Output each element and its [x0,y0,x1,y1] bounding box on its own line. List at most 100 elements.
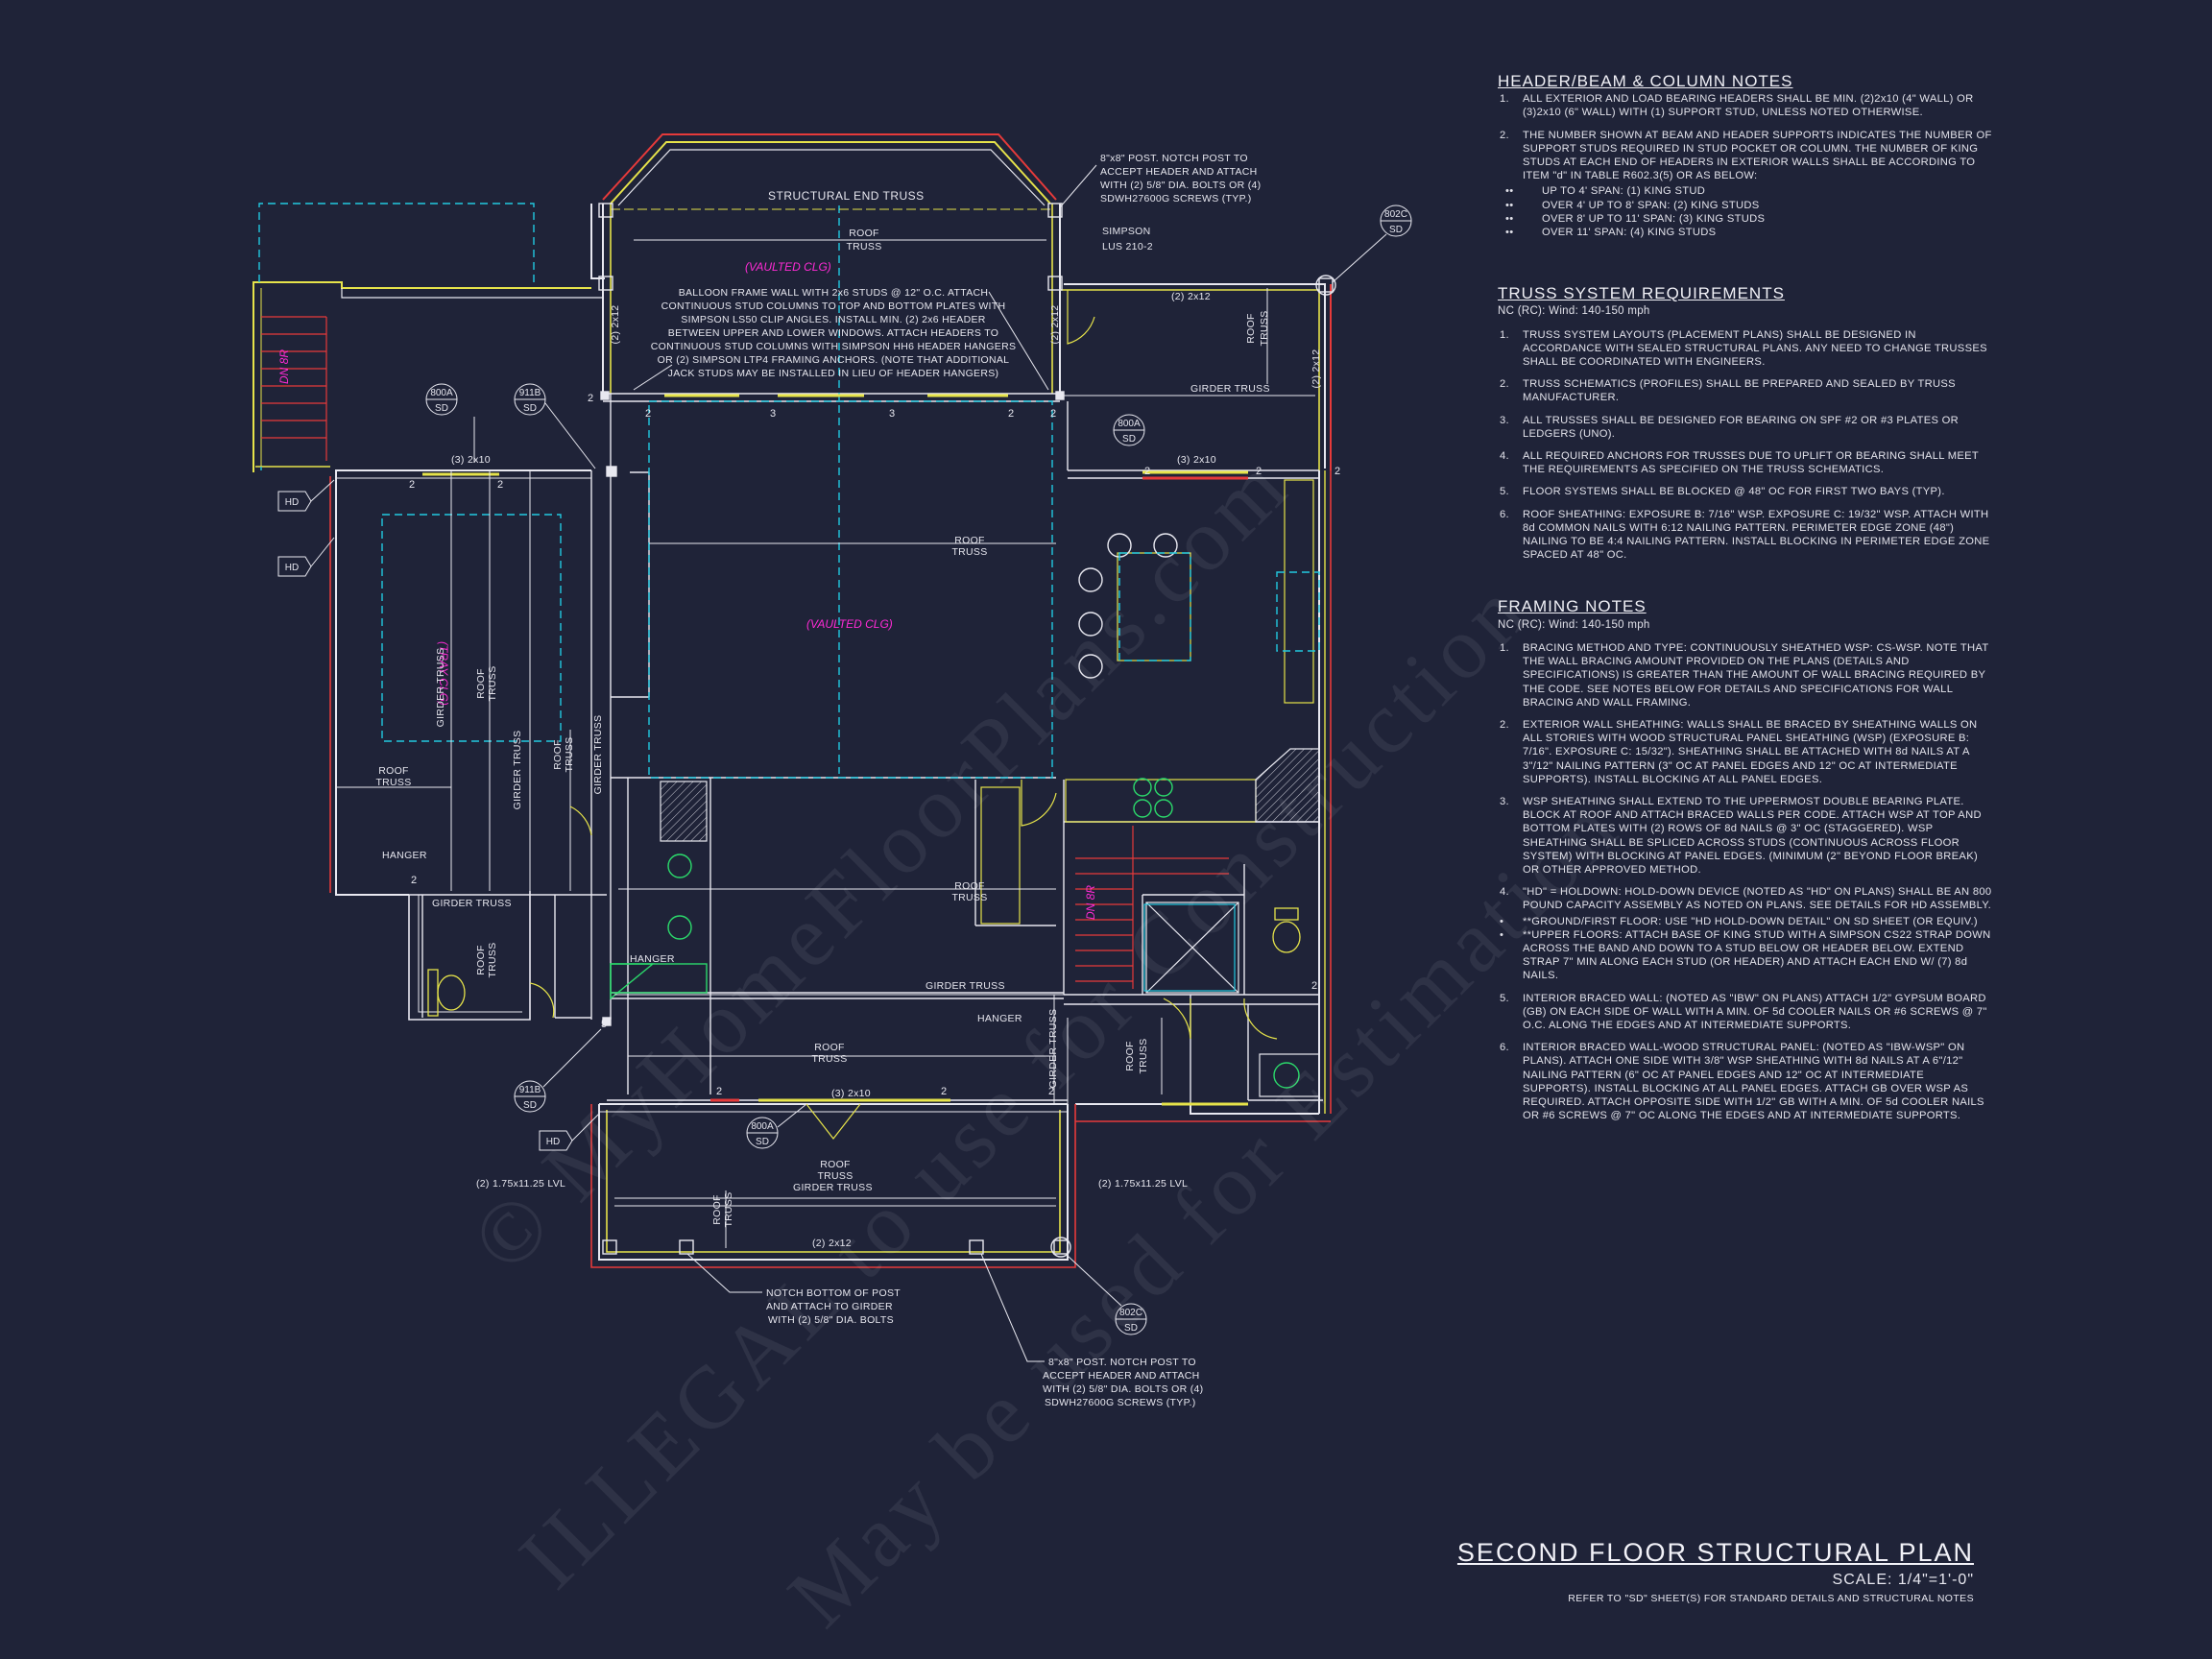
label-roof-11: ROOF [552,739,564,770]
hd-tags: HD HD HD [277,479,600,1151]
label-roof-10: ROOF [475,668,487,699]
label-simpson-1: SIMPSON [1102,226,1151,237]
label-dn-left: DN 8R [277,349,291,384]
label-roof-8: ROOF [1124,1041,1136,1071]
note-num: 1. [1500,641,1509,654]
stair-right [1075,826,1229,989]
label-2x12-bottom: (2) 2x12 [812,1238,852,1249]
label-hanger-1: HANGER [382,850,427,861]
note-item: 6.INTERIOR BRACED WALL-WOOD STRUCTURAL P… [1496,1041,1995,1122]
post-note-line: SDWH27600G SCREWS (TYP.) [1100,193,1252,204]
truss-title: TRUSS SYSTEM REQUIREMENTS [1498,284,1785,303]
label-truss-3: TRUSS [951,892,987,903]
post-note-bottom: 8"x8" POST. NOTCH POST TO ACCEPT HEADER … [980,1253,1203,1408]
svg-text:SD: SD [756,1137,769,1147]
note-text: EXTERIOR WALL SHEATHING: WALLS SHALL BE … [1523,718,1978,785]
label-truss-9: TRUSS [487,942,498,977]
post-note-line: ACCEPT HEADER AND ATTACH [1100,166,1258,178]
note-num: 2. [1500,129,1509,141]
label-dn-right: DN 8R [1084,885,1097,920]
note-text: BRACING METHOD AND TYPE: CONTINUOUSLY SH… [1523,641,1989,709]
bullet-text: **UPPER FLOORS: ATTACH BASE OF KING STUD… [1523,928,1991,982]
truss-subtitle: NC (RC): Wind: 140-150 mph [1498,305,1650,318]
notch-note-line: NOTCH BOTTOM OF POST [766,1287,901,1299]
svg-text:2: 2 [1144,466,1150,477]
notch-note-line: AND ATTACH TO GIRDER [766,1301,893,1312]
label-2x12-right: (2) 2x12 [1310,349,1322,389]
note-bullet: ••UP TO 4' SPAN: (1) KING STUD [1496,184,1995,198]
label-girder-truss-7: GIRDER TRUSS [592,715,604,795]
note-text: ALL TRUSSES SHALL BE DESIGNED FOR BEARIN… [1523,414,1960,440]
note-bullet: ••OVER 11' SPAN: (4) KING STUDS [1496,226,1995,239]
note-num: 5. [1500,486,1509,498]
label-girder-truss-6: GIRDER TRUSS [512,731,523,810]
label-3-2x10-left: (3) 2x10 [451,454,491,466]
note-text: WSP SHEATHING SHALL EXTEND TO THE UPPERM… [1523,795,1982,876]
notes-panel: HEADER/BEAM & COLUMN NOTES 1.ALL EXTERIO… [1496,73,1995,1151]
label-roof-1: ROOF [849,228,879,239]
detail-callout-800a: 800A SD [746,1103,807,1149]
svg-text:2: 2 [1256,466,1262,477]
note-item: 2.TRUSS SCHEMATICS (PROFILES) SHALL BE P… [1496,377,1995,404]
note-text: THE NUMBER SHOWN AT BEAM AND HEADER SUPP… [1523,129,1992,182]
post-note-line: WITH (2) 5/8" DIA. BOLTS OR (4) [1100,180,1261,191]
bullet-text: UP TO 4' SPAN: (1) KING STUD [1542,185,1706,198]
svg-text:911B: 911B [519,1085,541,1095]
note-item: 4."HD" = HOLDOWN: HOLD-DOWN DEVICE (NOTE… [1496,885,1995,912]
svg-text:802C: 802C [1119,1308,1142,1318]
shaft [1143,903,1236,992]
label-tray: (TRAY CLG) [437,641,450,706]
label-girder-truss-1: GIRDER TRUSS [1190,383,1270,395]
bullet-text: OVER 8' UP TO 11' SPAN: (3) KING STUDS [1542,212,1766,225]
svg-text:SD: SD [1124,1323,1138,1334]
svg-text:3: 3 [770,408,776,420]
note-num: 4. [1500,450,1509,463]
label-lvl-left: (2) 1.75x11.25 LVL [476,1178,565,1190]
label-2x12-mid: (2) 2x12 [1049,305,1061,345]
appliances [610,778,1300,1089]
door-swings [529,290,1278,1140]
label-roof-7: ROOF [1245,313,1257,344]
label-roof-9: ROOF [475,945,487,975]
svg-text:2: 2 [645,408,651,420]
label-truss-1: TRUSS [846,241,881,252]
svg-text:5: 5 [601,1019,607,1030]
label-truss-8: TRUSS [1138,1038,1149,1073]
note-num: 5. [1500,992,1509,1004]
bullet-mark: •• [1505,227,1514,239]
drawing-scale: SCALE: 1/4"=1'-0" [1832,1572,1974,1588]
svg-text:3: 3 [889,408,895,420]
note-text: ALL EXTERIOR AND LOAD BEARING HEADERS SH… [1523,93,1974,119]
post-note-line: SDWH27600G SCREWS (TYP.) [1045,1397,1196,1408]
notch-note: NOTCH BOTTOM OF POST AND ATTACH TO GIRDE… [686,1253,901,1326]
header-beam-notes: HEADER/BEAM & COLUMN NOTES 1.ALL EXTERIO… [1496,73,1995,239]
bullet-mark: •• [1505,212,1514,225]
note-num: 6. [1500,1042,1509,1054]
label-roof-4: ROOF [814,1042,845,1053]
note-num: 4. [1500,886,1509,899]
notch-note-line: WITH (2) 5/8" DIA. BOLTS [768,1314,894,1326]
truss-notes: TRUSS SYSTEM REQUIREMENTS NC (RC): Wind:… [1496,284,1995,562]
label-truss-5: TRUSS [817,1170,853,1182]
label-truss-7: TRUSS [1259,310,1270,346]
note-bullet: •• OVER 8' UP TO 11' SPAN: (3) KING STUDS [1496,212,1995,226]
framing-subtitle: NC (RC): Wind: 140-150 mph [1498,618,1650,631]
note-num: 1. [1500,93,1509,106]
svg-text:2: 2 [497,479,503,491]
label-girder-truss-2: GIRDER TRUSS [926,980,1005,992]
balloon-note-line: SIMPSON LS50 CLIP ANGLES. INSTALL MIN. (… [681,314,986,325]
note-text: INTERIOR BRACED WALL: (NOTED AS "IBW" ON… [1523,992,1987,1031]
label-girder-truss-8: GIRDER TRUSS [1047,1009,1059,1089]
balloon-note-line: BETWEEN UPPER AND LOWER WINDOWS. ATTACH … [668,327,998,339]
svg-text:800A: 800A [751,1121,774,1132]
svg-text:2: 2 [1050,408,1056,420]
label-roof-5: ROOF [820,1159,851,1170]
plan-text: STRUCTURAL END TRUSS ROOF TRUSS (VAULTED… [277,189,1322,1249]
label-2x12-top: (2) 2x12 [1171,291,1211,302]
note-text: FLOOR SYSTEMS SHALL BE BLOCKED @ 48" OC … [1523,486,1945,498]
